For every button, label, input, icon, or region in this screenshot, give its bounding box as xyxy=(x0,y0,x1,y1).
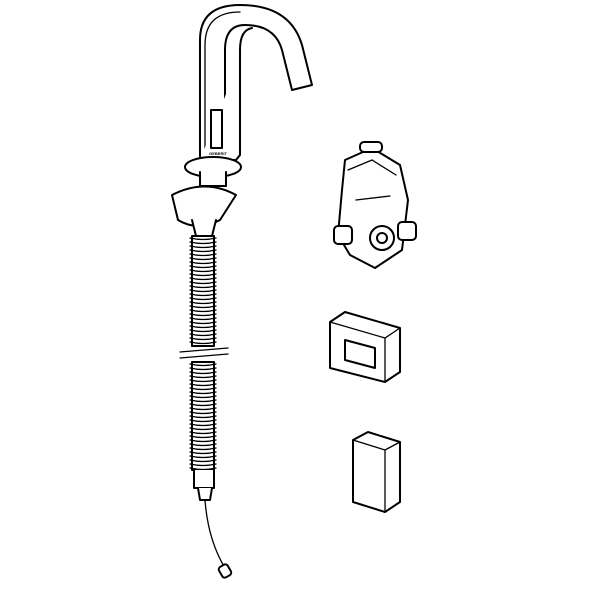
hose-rib xyxy=(189,313,217,317)
flexible-hose xyxy=(179,235,233,579)
hose-rib xyxy=(189,463,217,467)
hose-rib xyxy=(189,407,217,411)
hose-rib xyxy=(189,415,217,419)
hose-rib xyxy=(189,383,217,387)
hose-rib xyxy=(189,363,217,367)
hose-rib xyxy=(189,341,217,345)
hose-rib xyxy=(189,423,217,427)
hose-rib xyxy=(189,459,217,463)
hose-rib xyxy=(189,297,217,301)
hose-rib xyxy=(189,427,217,431)
hose-rib xyxy=(189,329,217,333)
hose-rib xyxy=(189,277,217,281)
hose-rib xyxy=(189,333,217,337)
hose-rib xyxy=(189,245,217,249)
hose-rib xyxy=(189,375,217,379)
hose-rib xyxy=(189,391,217,395)
hose-rib xyxy=(189,289,217,293)
sensor-window xyxy=(210,109,223,149)
hose-rib xyxy=(189,439,217,443)
hose-rib xyxy=(189,395,217,399)
hose-rib xyxy=(189,379,217,383)
hose-rib xyxy=(189,257,217,261)
sensor-cable xyxy=(204,499,226,569)
hose-rib xyxy=(189,237,217,241)
battery-cover xyxy=(329,311,401,383)
hose-rib xyxy=(189,249,217,253)
hose-rib xyxy=(189,431,217,435)
hose-rib xyxy=(189,281,217,285)
hose-rib xyxy=(189,285,217,289)
hose-rib xyxy=(189,371,217,375)
hose-rib xyxy=(189,403,217,407)
hose-rib xyxy=(189,317,217,321)
hose-rib xyxy=(189,411,217,415)
hose-rib xyxy=(189,269,217,273)
hose-rib xyxy=(189,399,217,403)
hose-rib xyxy=(189,325,217,329)
hose-rib xyxy=(189,367,217,371)
logo: GEBERIT xyxy=(209,151,227,156)
hose-rib xyxy=(189,241,217,245)
hose-rib xyxy=(189,419,217,423)
hose-rib xyxy=(189,265,217,269)
mounting-nut xyxy=(171,185,237,227)
hose-rib xyxy=(189,447,217,451)
hose-rib xyxy=(189,387,217,391)
hose-rib xyxy=(189,293,217,297)
hose-rib xyxy=(189,309,217,313)
hose-rib xyxy=(189,467,217,471)
hose-rib xyxy=(189,301,217,305)
hose-rib xyxy=(189,261,217,265)
power-unit xyxy=(352,431,401,513)
hose-rib xyxy=(189,337,217,341)
hose-rib xyxy=(189,443,217,447)
hose-rib xyxy=(189,321,217,325)
hose-rib xyxy=(189,451,217,455)
faucet: GEBERIT xyxy=(171,4,313,237)
hose-rib xyxy=(189,253,217,257)
control-unit xyxy=(333,141,417,269)
hose-rib xyxy=(189,273,217,277)
hose-rib xyxy=(189,455,217,459)
hose-rib xyxy=(189,305,217,309)
hose-rib xyxy=(189,435,217,439)
